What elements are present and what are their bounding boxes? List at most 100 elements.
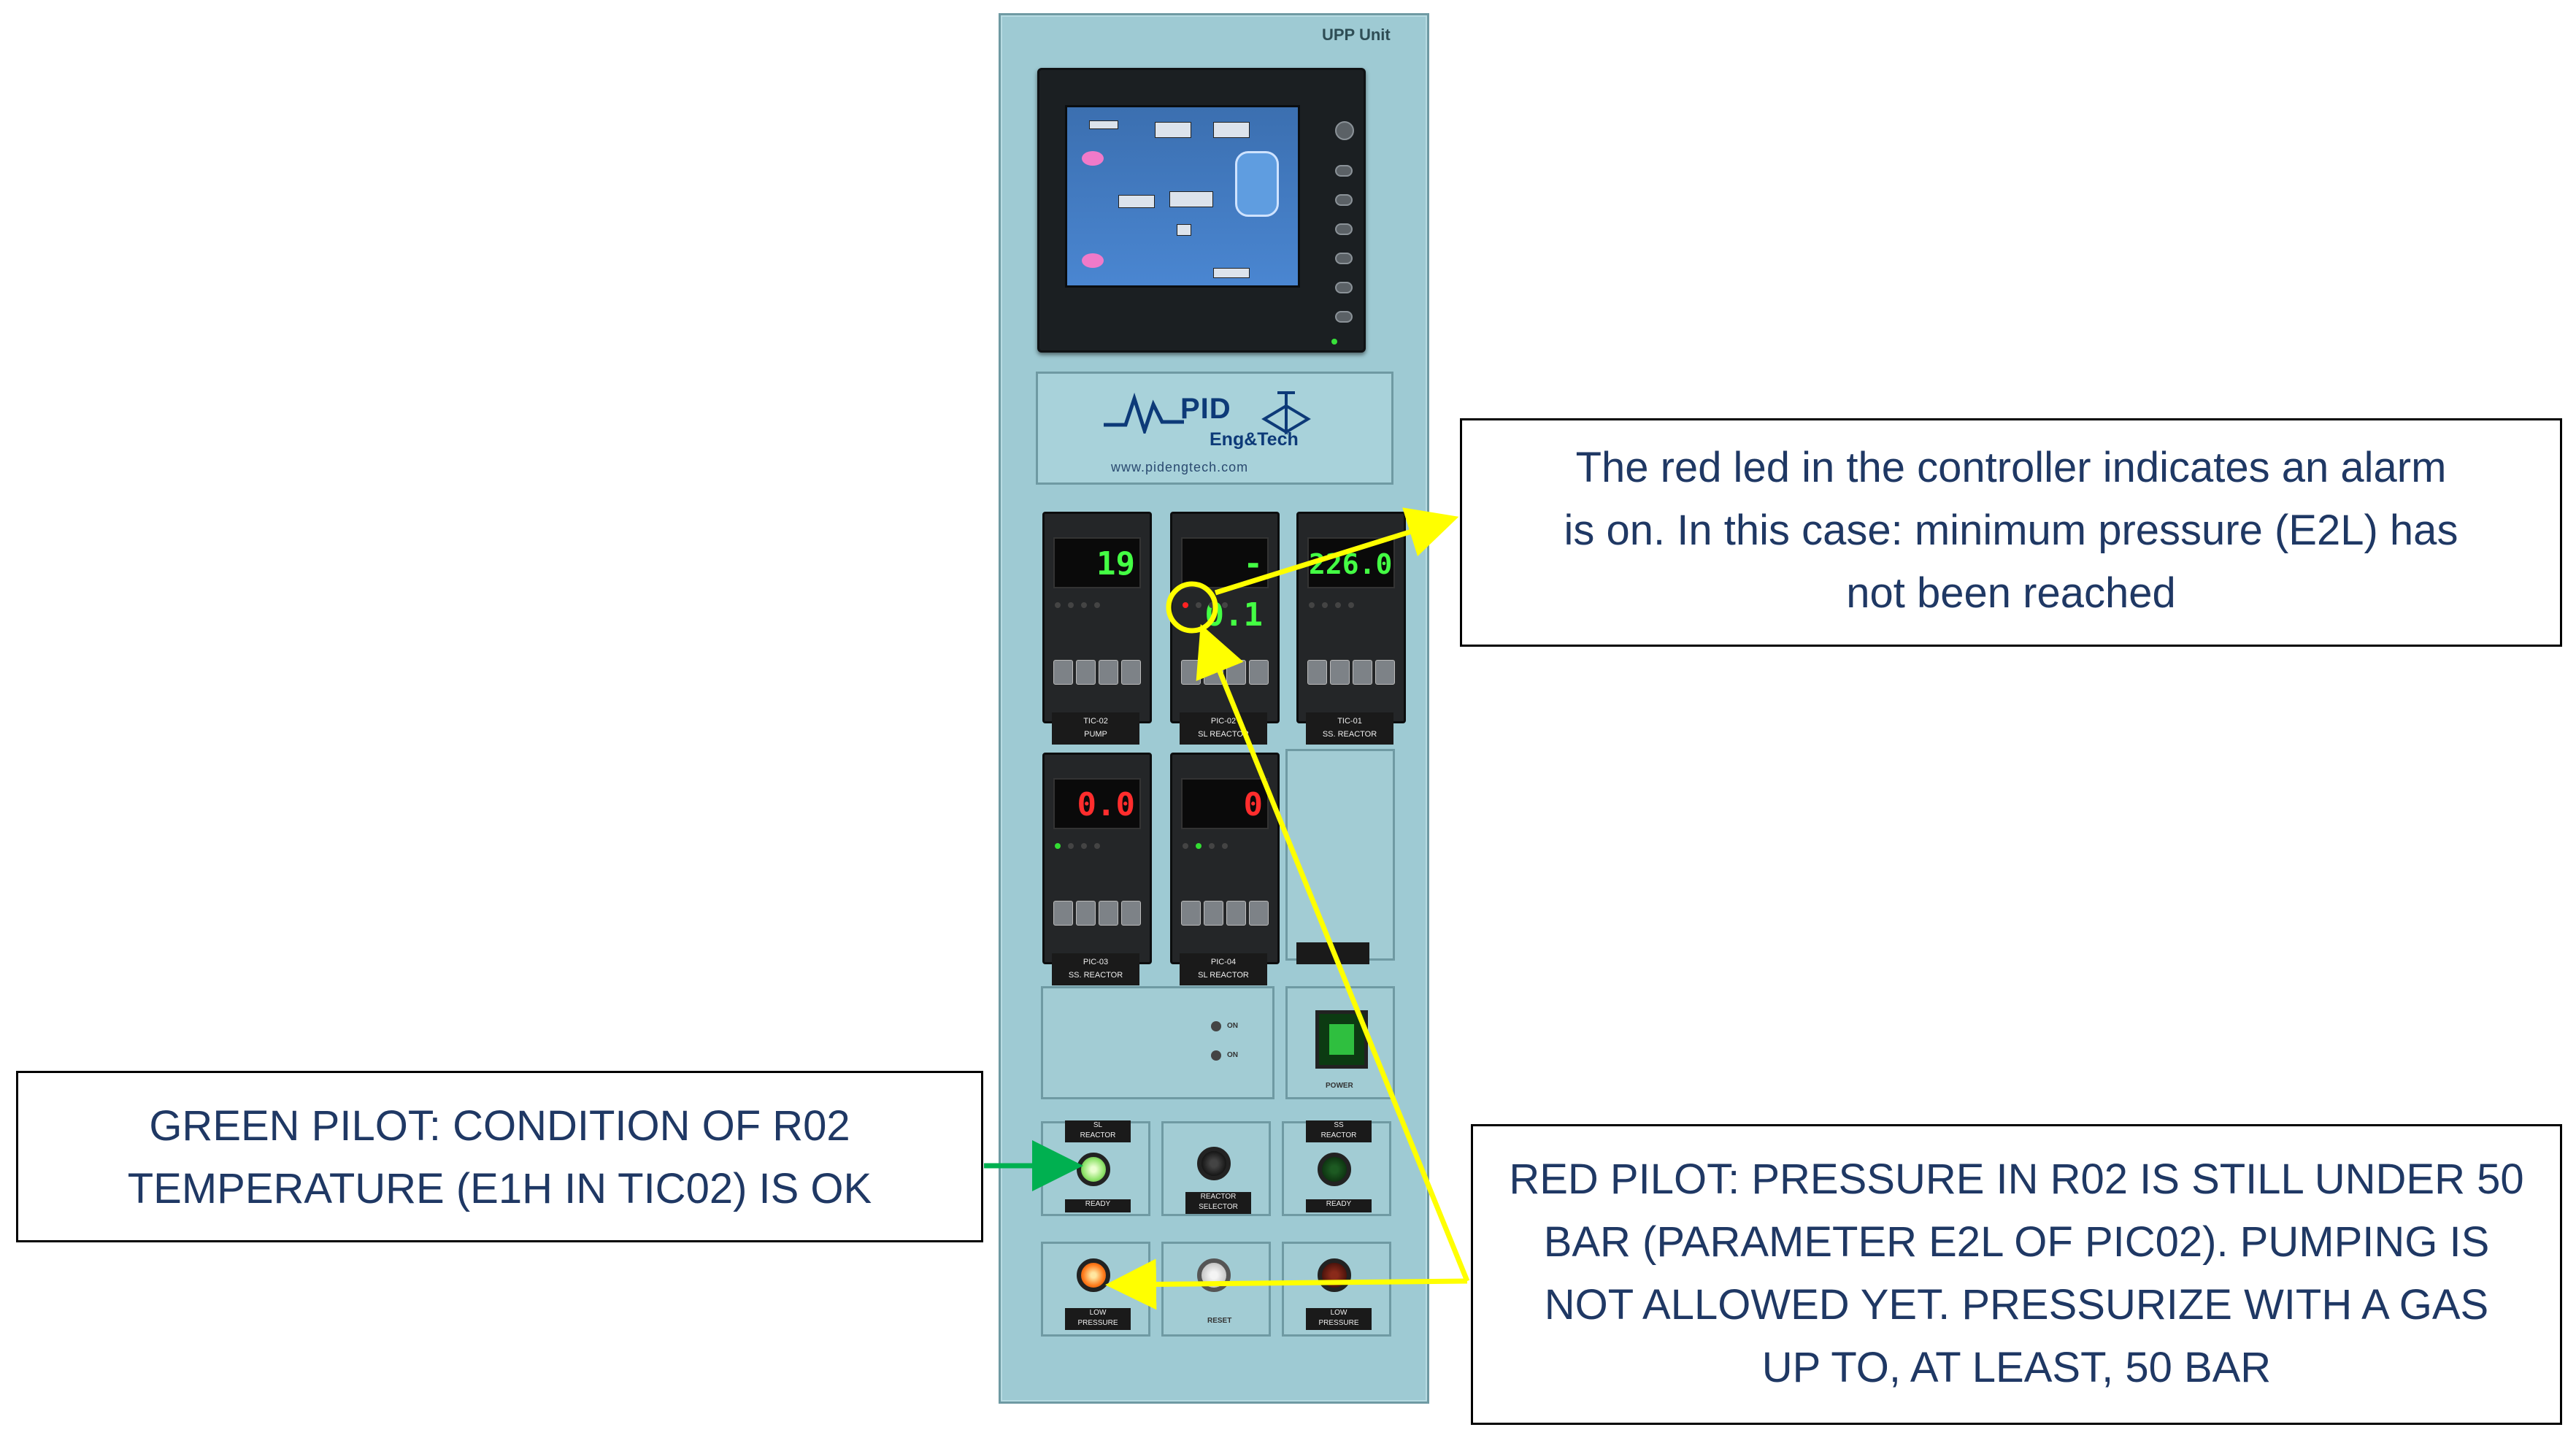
key-switch-icon[interactable] (1211, 1050, 1221, 1061)
controller-key[interactable] (1307, 660, 1327, 685)
plate-line: LOW (1330, 1309, 1347, 1317)
reactor-selector-knob[interactable] (1197, 1147, 1231, 1180)
hmi-button[interactable] (1335, 121, 1354, 140)
reset-label: RESET (1207, 1317, 1232, 1325)
power-switch-area: POWER (1285, 986, 1395, 1099)
controller-key[interactable] (1121, 660, 1141, 685)
led-icon (1094, 843, 1100, 849)
led-icon (1222, 843, 1228, 849)
led-icon (1348, 602, 1354, 608)
screen-widget (1155, 122, 1191, 138)
callout-line: NOT ALLOWED YET. PRESSURIZE WITH A GAS (1544, 1281, 2489, 1329)
screen-widget (1089, 120, 1118, 129)
screen-widget (1177, 224, 1191, 236)
screen-widget (1118, 195, 1155, 208)
key-switch-icon[interactable] (1211, 1021, 1221, 1031)
callout-line: is on. In this case: minimum pressure (E… (1564, 507, 2458, 554)
controller-key[interactable] (1353, 660, 1372, 685)
controller-display: 0.0 (1053, 778, 1141, 829)
tag-line: PIC-03 (1083, 958, 1109, 966)
pilot-header: SS REACTOR (1306, 1120, 1372, 1142)
pilot-header: SL REACTOR (1065, 1120, 1131, 1142)
callout-line: BAR (PARAMETER E2L OF PIC02). PUMPING IS (1543, 1218, 2490, 1266)
arrow-to-red-pilot (1105, 1258, 1468, 1310)
controller-key[interactable] (1249, 660, 1269, 685)
tag-line: TIC-01 (1337, 717, 1362, 726)
arrow-to-alarm-callout (1214, 507, 1459, 596)
led-icon (1081, 602, 1087, 608)
hmi-button[interactable] (1335, 223, 1353, 235)
pilot-box-low-pressure-right: LOW PRESSURE (1282, 1242, 1391, 1337)
controller-key[interactable] (1053, 660, 1073, 685)
controller-key[interactable] (1181, 901, 1201, 926)
rocker-light (1329, 1024, 1354, 1055)
tag-line: SS. REACTOR (1322, 730, 1377, 739)
hmi-screen[interactable] (1065, 105, 1300, 288)
switch-label: ON (1227, 1051, 1238, 1059)
hmi-button[interactable] (1335, 165, 1353, 177)
plate-line: REACTOR (1080, 1131, 1116, 1139)
logo-name: PID (1180, 393, 1231, 425)
led-icon (1209, 843, 1215, 849)
led-icon (1209, 602, 1215, 608)
hmi-button[interactable] (1335, 282, 1353, 293)
led-icon (1196, 843, 1202, 849)
controller-key[interactable] (1226, 901, 1246, 926)
controller-tag: PIC-03 SS. REACTOR (1052, 953, 1139, 985)
highlight-circle (1166, 581, 1218, 634)
screen-indicator (1082, 253, 1104, 268)
led-icon (1055, 602, 1061, 608)
tag-line: PIC-02 (1210, 717, 1237, 726)
controller-key[interactable] (1375, 660, 1395, 685)
controller-keypad (1053, 660, 1141, 685)
screen-reactor-icon (1235, 151, 1279, 217)
controller-leds (1183, 600, 1263, 610)
controller-key[interactable] (1121, 901, 1141, 926)
hmi-touchscreen (1037, 68, 1366, 353)
pilot-plate: LOW PRESSURE (1065, 1308, 1131, 1330)
plate-line: PRESSURE (1077, 1319, 1118, 1327)
callout-green-pilot: GREEN PILOT: CONDITION OF R02 TEMPERATUR… (16, 1071, 983, 1242)
logo-url: www.pidengtech.com (1111, 460, 1249, 474)
controller-key[interactable] (1076, 901, 1096, 926)
controller-tic02: 19 (1042, 512, 1152, 723)
controller-key[interactable] (1076, 660, 1096, 685)
controller-leds (1055, 841, 1135, 851)
tag-line: TIC-02 (1083, 717, 1108, 726)
controller-keypad (1307, 660, 1395, 685)
reset-button[interactable] (1197, 1258, 1231, 1292)
controller-tic01: 226.0 (1296, 512, 1406, 723)
pilot-box-ss-reactor: SS REACTOR READY (1282, 1120, 1391, 1216)
controller-key[interactable] (1249, 901, 1269, 926)
screen-widget (1213, 268, 1250, 278)
controller-key[interactable] (1204, 901, 1223, 926)
hmi-button[interactable] (1335, 311, 1353, 323)
plate-line: REACTOR (1320, 1131, 1357, 1139)
callout-line: GREEN PILOT: CONDITION OF R02 (149, 1102, 850, 1150)
controller-key[interactable] (1053, 901, 1073, 926)
controller-display: 19 (1053, 537, 1141, 588)
control-panel: UPP Unit (999, 13, 1429, 1404)
signal-wave-icon (1104, 392, 1184, 434)
controller-key[interactable] (1099, 660, 1118, 685)
callout-alarm-led: The red led in the controller indicates … (1460, 418, 2562, 647)
callout-line: not been reached (1846, 569, 2176, 617)
alarm-led-icon (1183, 602, 1188, 608)
controller-key[interactable] (1330, 660, 1350, 685)
tag-line: SS. REACTOR (1068, 971, 1123, 980)
controller-display: 0 (1181, 778, 1269, 829)
hmi-button[interactable] (1335, 194, 1353, 206)
controller-leds (1309, 600, 1389, 610)
red-pilot-light (1077, 1258, 1110, 1292)
callout-red-pilot: RED PILOT: PRESSURE IN R02 IS STILL UNDE… (1471, 1124, 2562, 1425)
led-icon (1335, 602, 1341, 608)
controller-leds (1183, 841, 1263, 851)
controller-key[interactable] (1099, 901, 1118, 926)
company-logo: PID Eng&Tech www.pidengtech.com (1036, 372, 1393, 485)
plate-line: SL (1093, 1121, 1103, 1129)
led-icon (1183, 843, 1188, 849)
key-switch-area: ON ON (1041, 986, 1274, 1099)
hmi-button[interactable] (1335, 253, 1353, 264)
controller-keypad (1053, 901, 1141, 926)
